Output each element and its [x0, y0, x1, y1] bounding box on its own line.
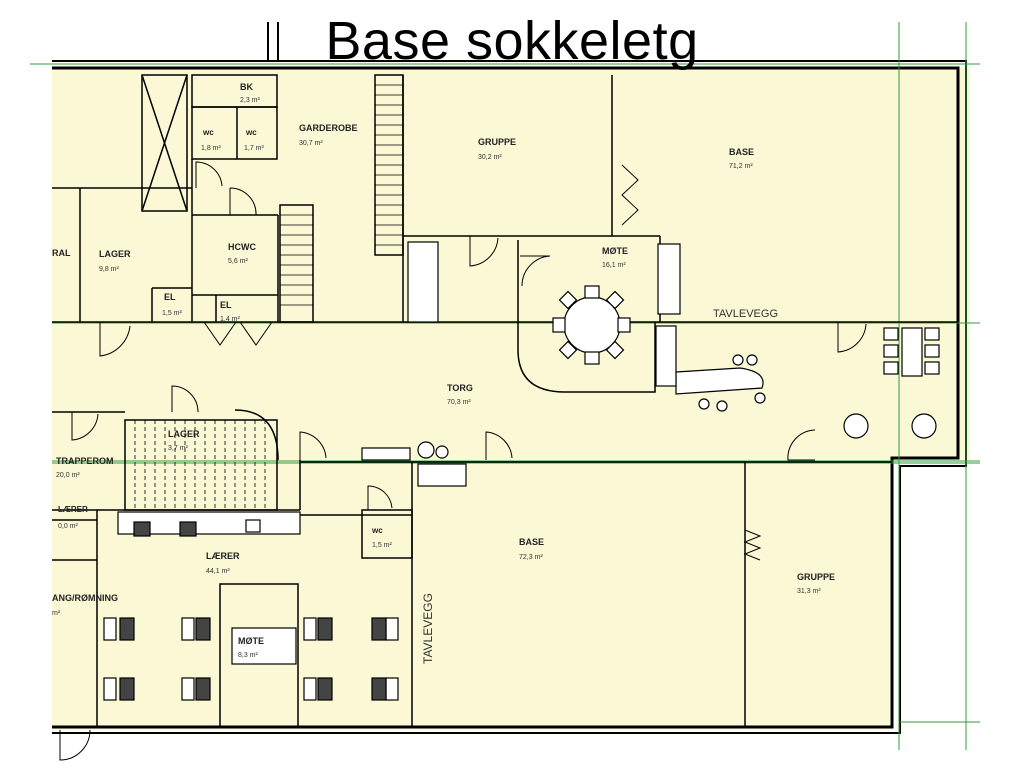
stair-treads [134, 84, 403, 510]
room-label: LAGER [168, 429, 200, 439]
room-label: wc [202, 128, 214, 137]
room-area: 30,2 m² [478, 154, 502, 161]
room-area: 1,8 m² [201, 145, 222, 152]
door-swings [59, 161, 867, 761]
room-label: MØTE [238, 636, 264, 646]
room-label: LÆRER [206, 551, 240, 561]
room-label: EL [164, 292, 176, 302]
room-area: 1,5 m² [162, 310, 183, 317]
room-label: GRUPPE [797, 572, 835, 582]
teacher-desks [103, 519, 399, 701]
room-area: 16,1 m² [602, 262, 626, 269]
room-label: wc [245, 128, 257, 137]
room-label: TORG [447, 383, 473, 393]
room-label: RAL [52, 248, 71, 258]
room-label: GARDEROBE [299, 123, 358, 133]
outer-walls [52, 22, 967, 734]
room-label: LÆRER [58, 505, 88, 514]
floor-fill [52, 68, 970, 730]
room-area: 44,1 m² [206, 568, 230, 575]
room-area: 70,3 m² [447, 399, 471, 406]
room-label: BASE [729, 147, 754, 157]
room-area: 71,2 m² [729, 163, 753, 170]
cafe-tables [117, 241, 940, 665]
room-area: 31,3 m² [797, 588, 821, 595]
room-area: 30,7 m² [299, 140, 323, 147]
room-area: 2,3 m² [240, 97, 261, 104]
room-area: 1,4 m² [220, 316, 241, 323]
room-area: 1,7 m² [244, 145, 265, 152]
room-area: 3,7 m² [168, 445, 189, 452]
room-label: MØTE [602, 246, 628, 256]
room-area: 8,3 m² [238, 652, 259, 659]
room-label: BASE [519, 537, 544, 547]
room-label: TRAPPEROM [56, 456, 114, 466]
room-area: m² [52, 610, 61, 617]
room-label: EL [220, 300, 232, 310]
meeting-table [552, 285, 631, 365]
room-area: 20,0 m² [56, 472, 80, 479]
room-label: wc [371, 526, 383, 535]
room-area: 72,3 m² [519, 554, 543, 561]
room-labels: BK 2,3 m² wc 1,8 m² wc 1,7 m² GARDEROBE … [52, 82, 835, 664]
room-area: 9,8 m² [99, 266, 120, 273]
tavlevegg-label-vertical: TAVLEVEGG [421, 593, 435, 664]
room-label: ANG/RØMNING [52, 593, 118, 603]
room-area: 5,6 m² [228, 258, 249, 265]
room-area: 1,5 m² [372, 542, 393, 549]
room-area: 0,0 m² [58, 523, 79, 530]
room-label: BK [240, 82, 253, 92]
grid-lines [30, 22, 980, 750]
room-label: HCWC [228, 242, 256, 252]
tavlevegg-label: TAVLEVEGG [713, 308, 778, 320]
room-label: LAGER [99, 249, 131, 259]
room-label: GRUPPE [478, 137, 516, 147]
